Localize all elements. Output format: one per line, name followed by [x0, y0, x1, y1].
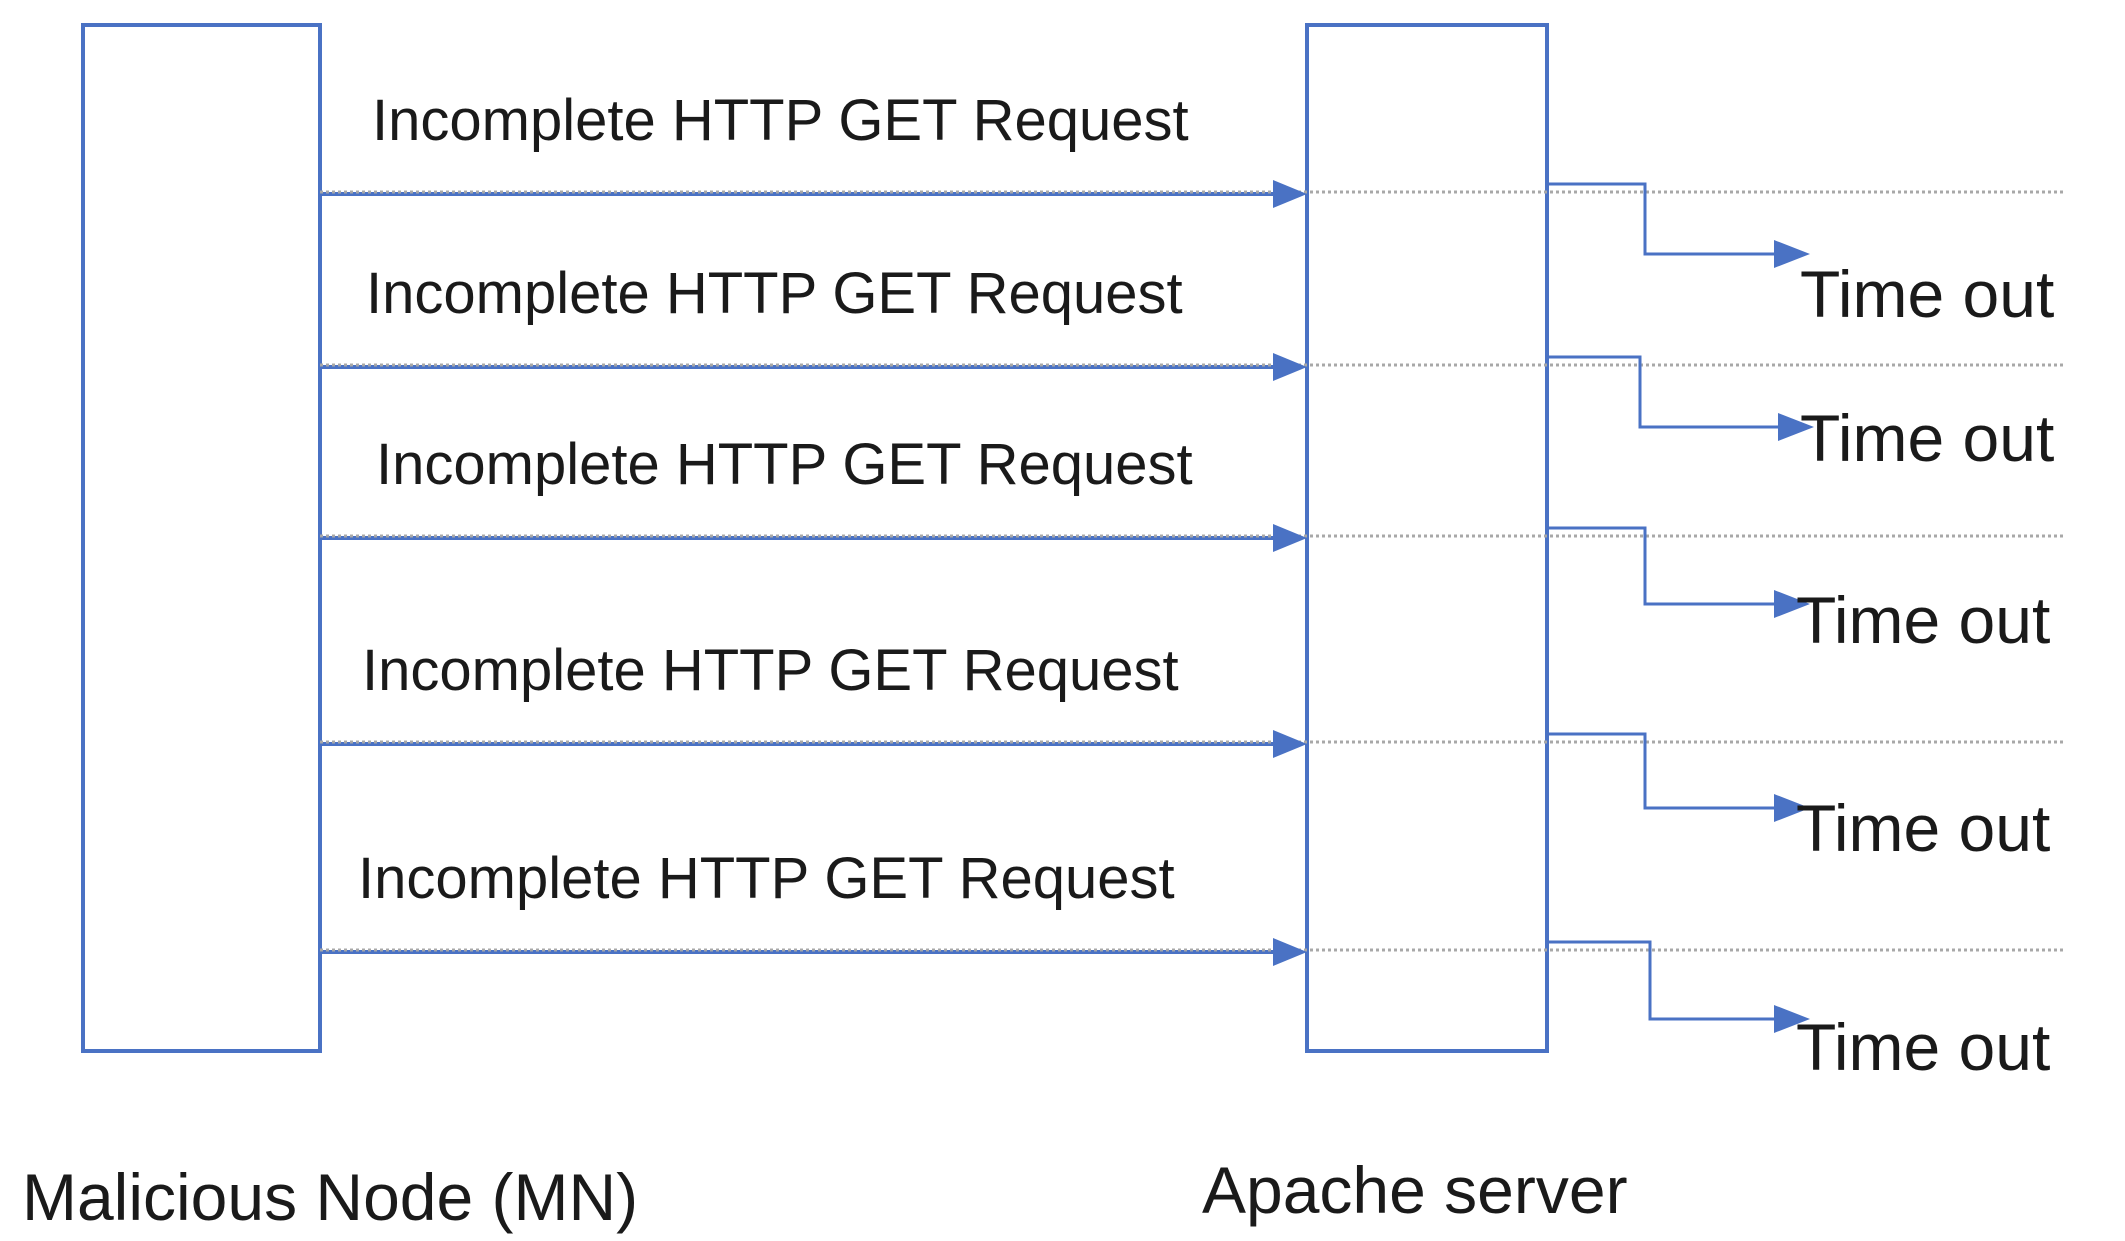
timeout-branch-line — [1547, 182, 1778, 256]
request-label: Incomplete HTTP GET Request — [372, 88, 1189, 153]
timeout-branch-line — [1547, 732, 1778, 810]
timeout-arrowhead — [1774, 794, 1810, 822]
request-label: Incomplete HTTP GET Request — [376, 432, 1193, 497]
apache-server-label: Apache server — [1202, 1153, 1628, 1227]
timeout-arrowhead — [1774, 590, 1810, 618]
timeout-branch-line — [1547, 940, 1778, 1021]
request-label: Incomplete HTTP GET Request — [362, 638, 1179, 703]
timeout-label: Time out — [1800, 401, 2054, 475]
timeout-label: Time out — [1796, 583, 2050, 657]
timeout-branch-line — [1547, 526, 1778, 606]
malicious-node-box — [81, 23, 322, 1053]
request-label: Incomplete HTTP GET Request — [366, 261, 1183, 326]
request-arrowhead — [1273, 938, 1307, 966]
apache-server-box — [1305, 23, 1549, 1053]
request-arrowhead — [1273, 524, 1307, 552]
timeout-arrowhead — [1774, 240, 1810, 268]
request-arrowhead — [1273, 180, 1307, 208]
timeout-label: Time out — [1796, 791, 2050, 865]
timeout-label: Time out — [1800, 257, 2054, 331]
timeout-label: Time out — [1796, 1010, 2050, 1084]
timeout-arrowhead — [1774, 1005, 1810, 1033]
timeout-branch-line — [1547, 355, 1782, 429]
request-arrowhead — [1273, 353, 1307, 381]
malicious-node-label: Malicious Node (MN) — [22, 1160, 638, 1234]
request-label: Incomplete HTTP GET Request — [358, 846, 1175, 911]
request-arrowhead — [1273, 730, 1307, 758]
timeout-arrowhead — [1778, 413, 1814, 441]
